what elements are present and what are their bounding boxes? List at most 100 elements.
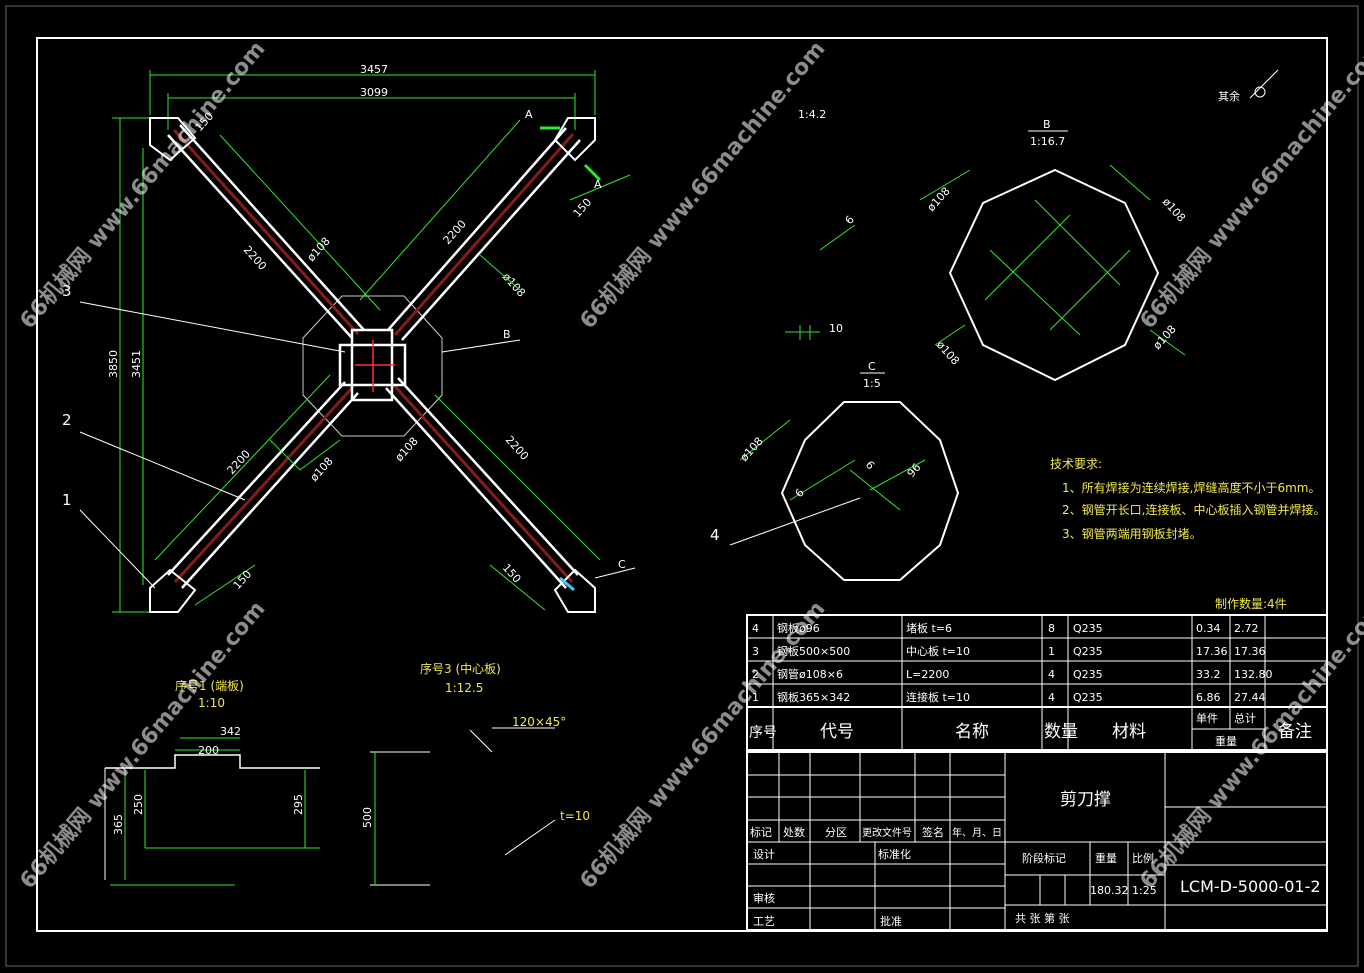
view-b-title: B [1043,118,1051,131]
dim-3850: 3850 [107,350,120,378]
bom-r3-name: 连接板 t=10 [906,690,970,704]
callout-b: B [503,328,511,341]
bom-table [746,614,1328,751]
bom-r3-mat: Q235 [1073,691,1103,704]
rev-count: 处数 [783,826,805,839]
rev-doc: 更改文件号 [862,826,912,839]
bom-r2-qty: 4 [1048,668,1055,681]
tb-weight-val: 180.32 [1090,884,1129,897]
callout-4: 4 [710,526,720,544]
bom-r1-no: 3 [752,645,759,658]
misc-annotations: 6 10 其余 [785,69,1279,340]
note-1: 1、所有焊接为连续焊接,焊缝高度不小于6mm。 [1062,480,1320,495]
bom-r2-no: 2 [752,668,759,681]
t10-label: t=10 [560,809,590,823]
part-name: 剪刀撑 [1060,790,1111,810]
bom-h-name: 名称 [955,722,989,742]
bom-r2-total: 132.80 [1234,668,1273,681]
tb-scale-val: 1:25 [1132,884,1157,897]
bom-h-weight: 重量 [1215,734,1237,748]
bom-r0-qty: 8 [1048,622,1055,635]
bom-r1-name: 中心板 t=10 [906,644,970,658]
drawing-border [36,37,1328,932]
bom-r3-no: 1 [752,691,759,704]
rev-mark: 标记 [750,825,772,839]
view-b-octagon [948,168,1160,382]
dim-3457: 3457 [360,63,388,76]
part3-title: 序号3 (中心板) [420,661,501,676]
tb-scale: 比例 [1132,851,1154,865]
bom-h-total: 总计 [1234,711,1256,725]
callout-2: 2 [62,411,72,429]
chamfer-label: 120×45° [512,715,566,729]
tb-weight: 重量 [1095,851,1117,865]
qty-note: 制作数量:4件 [1215,596,1287,611]
part1-title: 序号1 (端板) [175,678,244,693]
section-a-top: A [525,108,533,121]
bom-r0-total: 2.72 [1234,622,1259,635]
part1-250: 250 [132,794,145,815]
bom-h-unit: 单件 [1196,712,1218,725]
rev-zone: 分区 [825,826,847,839]
title-block-text: 剪刀撑 LCM-D-5000-01-2 标记 处数 分区 更改文件号 签名 年、… [750,790,1321,928]
part1-365: 365 [112,814,125,835]
tb-review: 审核 [753,891,775,905]
part1-200: 200 [198,744,219,757]
bom-r1-code: 钢板500×500 [777,644,850,658]
tb-process: 工艺 [753,915,775,928]
bom-r3-total: 27.44 [1234,691,1266,704]
bom-r1-total: 17.36 [1234,645,1266,658]
note-2: 2、钢管开长口,连接板、中心板插入钢管并焊接。 [1062,502,1325,517]
bom-r2-name: L=2200 [906,668,949,681]
dim-3451: 3451 [130,350,143,378]
view-c-octagon [780,401,960,581]
bom-h-note: 备注 [1278,722,1312,742]
part1-342: 342 [220,725,241,738]
notes-title: 技术要求: [1050,457,1102,471]
technical-notes: 技术要求: 1、所有焊接为连续焊接,焊缝高度不小于6mm。 2、钢管开长口,连接… [1050,457,1325,611]
callout-1: 1 [62,491,72,509]
bom-h-mat: 材料 [1112,722,1146,742]
section-a-bot: A [594,178,602,191]
bom-h-qty: 数量 [1044,722,1078,742]
drawing-number: LCM-D-5000-01-2 [1180,877,1321,896]
dim-3099: 3099 [360,86,388,99]
part3-view: 序号3 (中心板) 1:12.5 500 120×45° t=10 [361,661,590,886]
view-c-title: C [868,360,876,373]
bom-r3-code: 钢板365×342 [777,690,850,704]
callout-3: 3 [62,282,72,300]
part3-scale: 1:12.5 [445,681,483,695]
scale-a: 1:4.2 [798,108,826,121]
bom-r1-unit: 17.36 [1196,645,1228,658]
view-b-scale: 1:16.7 [1030,135,1065,148]
bom-r3-unit: 6.86 [1196,691,1221,704]
part1-scale: 1:10 [198,696,225,710]
bom-r2-code: 钢管ø108×6 [777,667,843,681]
bom-r0-name: 堵板 t=6 [906,621,952,635]
bom-r0-code: 钢板ø96 [777,621,820,635]
bom-r0-unit: 0.34 [1196,622,1221,635]
rev-date: 年、月、日 [952,826,1002,839]
tb-sheets: 共 张 第 张 [1015,911,1070,925]
bom-rows: 4 钢板ø96 堵板 t=6 8 Q235 0.34 2.72 3 钢板500×… [749,621,1312,748]
surface-rest: 其余 [1218,89,1240,103]
bom-h-no: 序号 [749,725,777,741]
tb-approve: 批准 [880,914,902,928]
dim-10: 10 [829,322,843,335]
bom-r1-mat: Q235 [1073,645,1103,658]
bom-r2-mat: Q235 [1073,668,1103,681]
bom-r0-no: 4 [752,622,759,635]
bom-r3-qty: 4 [1048,691,1055,704]
callout-c: C [618,558,626,571]
bom-h-code: 代号 [820,722,854,742]
tb-design: 设计 [753,848,775,861]
outer-frame [5,5,1359,967]
bom-r1-qty: 1 [1048,645,1055,658]
tb-stage: 阶段标记 [1022,851,1066,865]
part1-295: 295 [292,794,305,815]
bom-r0-mat: Q235 [1073,622,1103,635]
part1-view: 序号1 (端板) 1:10 342 200 250 295 365 [104,678,320,886]
part3-500: 500 [361,807,374,828]
tb-standard: 标准化 [878,847,911,861]
